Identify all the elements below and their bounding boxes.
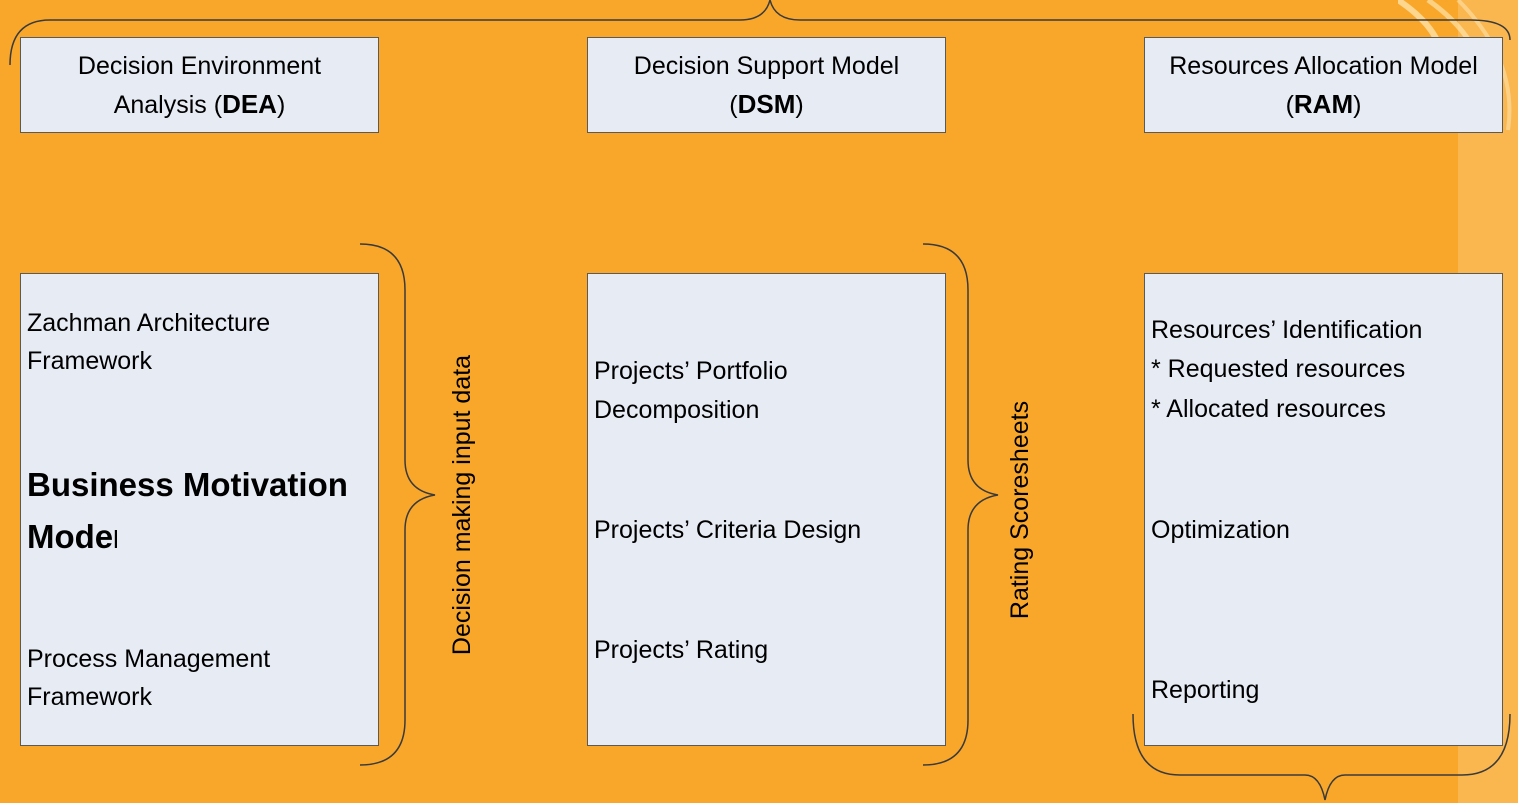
dsm-to-ram-label: Rating Scoresheets [1006, 400, 1034, 620]
dea-content-box: Zachman Architecture Framework Business … [20, 273, 379, 746]
ram-header-box: Resources Allocation Model (RAM) [1144, 37, 1503, 133]
dea-header-line2: Analysis (DEA) [113, 88, 286, 119]
process-line2: Framework [27, 683, 153, 711]
ram-requested-item: * Requested resources [1151, 355, 1406, 383]
dea-header-line1: Decision Environment [77, 51, 322, 80]
criteria-item: Projects’ Criteria Design [594, 516, 862, 544]
ram-header-line2: (RAM) [1285, 88, 1362, 119]
zachman-line2: Framework [27, 347, 153, 375]
dsm-header-box: Decision Support Model (DSM) [587, 37, 946, 133]
ram-allocated-item: * Allocated resources [1151, 395, 1386, 423]
dea-right-brace [359, 243, 436, 766]
zachman-line1: Zachman Architecture [27, 309, 271, 337]
ram-ident-item: Resources’ Identification [1151, 316, 1423, 344]
bmm-line1: Business Motivation [27, 466, 348, 503]
ram-content-box: Resources’ Identification * Requested re… [1144, 273, 1503, 746]
dsm-header-line1: Decision Support Model [633, 51, 900, 80]
dsm-content-box: Projects’ Portfolio Decomposition Projec… [587, 273, 946, 746]
top-brace [9, 0, 1511, 66]
bmm-line2: Model [27, 518, 119, 555]
portfolio-line1: Projects’ Portfolio [594, 357, 788, 385]
dsm-right-brace [922, 243, 999, 766]
ram-header-line1: Resources Allocation Model [1169, 51, 1478, 80]
process-line1: Process Management [27, 645, 271, 673]
dea-to-dsm-label: Decision making input data [448, 354, 476, 656]
ram-bottom-brace [1132, 713, 1511, 801]
ram-optimization-item: Optimization [1151, 516, 1290, 544]
ram-reporting-item: Reporting [1151, 676, 1260, 704]
rating-item: Projects’ Rating [594, 636, 769, 664]
dsm-header-line2: (DSM) [729, 88, 804, 119]
portfolio-line2: Decomposition [594, 396, 760, 424]
dea-header-box: Decision Environment Analysis (DEA) [20, 37, 379, 133]
